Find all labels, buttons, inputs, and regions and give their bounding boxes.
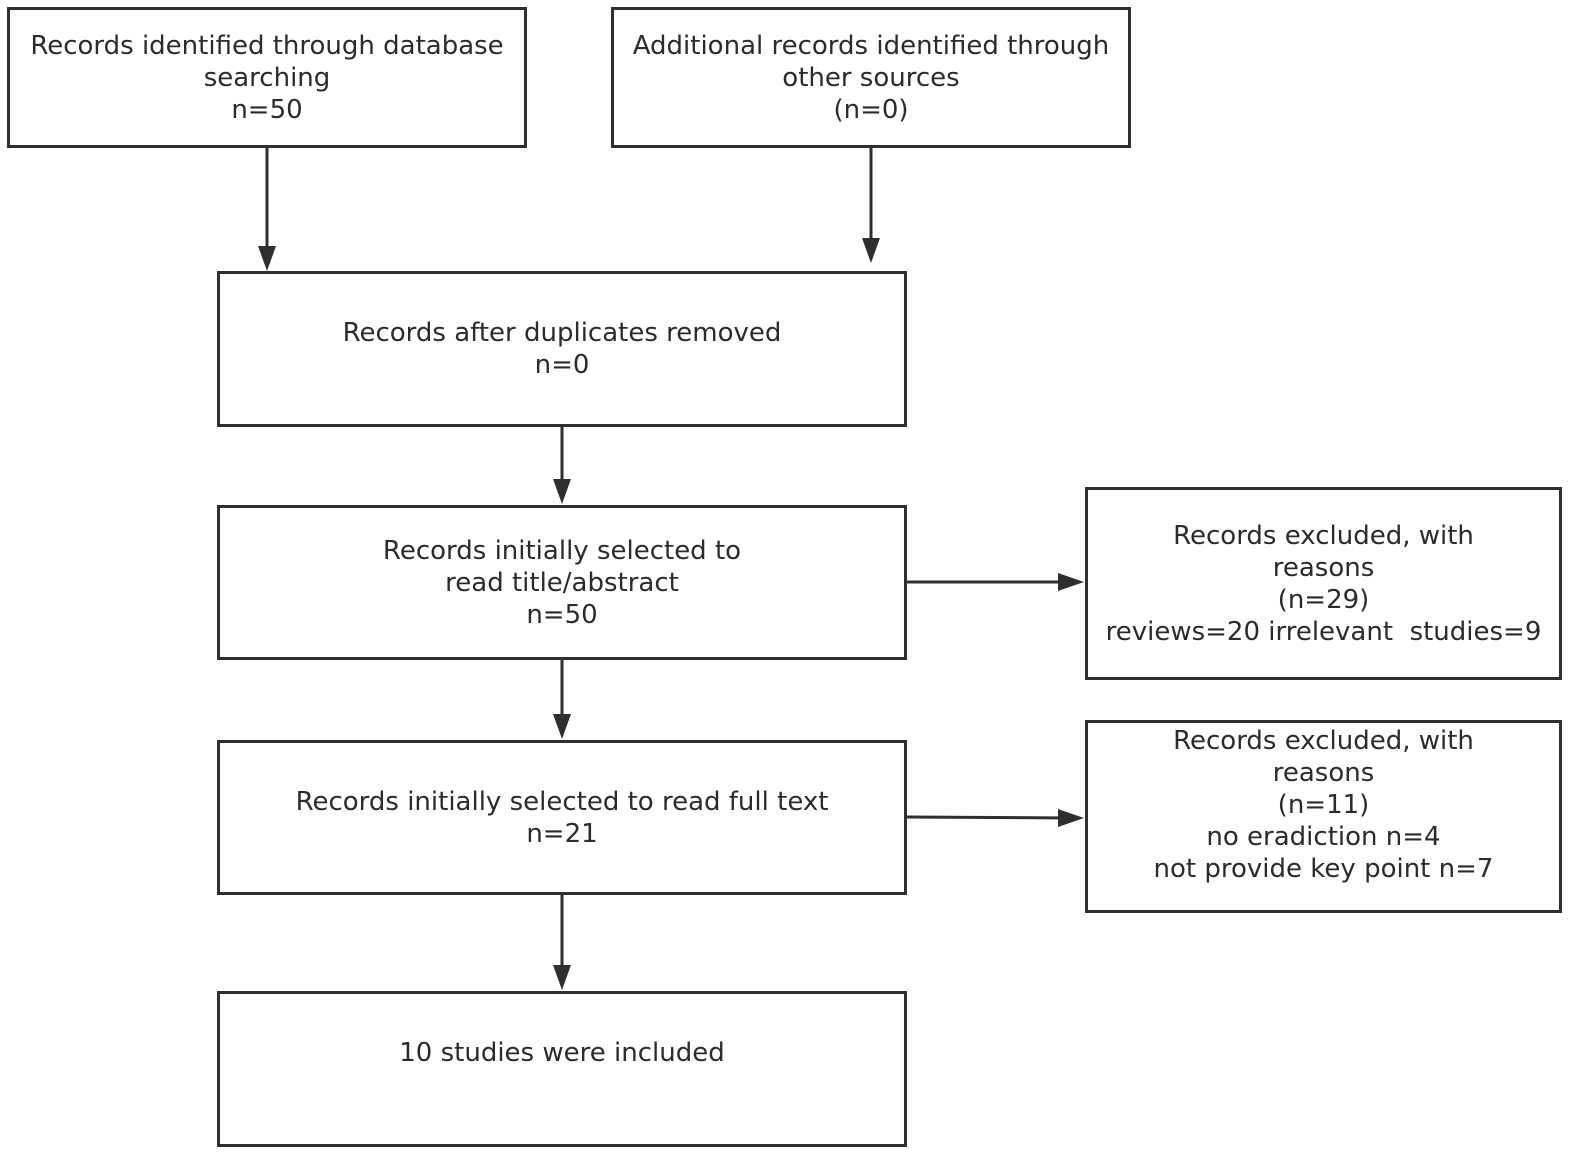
arrowhead-database <box>258 246 276 271</box>
box-duplicates-removed: Records after duplicates removed n=0 <box>217 271 907 427</box>
arrowhead-other <box>862 238 880 263</box>
box-reason: no eradiction n=4 <box>1206 822 1441 852</box>
box-text-line: read title/abstract <box>445 567 679 598</box>
box-full-text: Records initially selected to read full … <box>217 740 907 895</box>
box-count: (n=0) <box>833 94 909 125</box>
box-excluded-title-abstract: Records excluded, with reasons (n=29) re… <box>1085 487 1562 680</box>
box-database-search: Records identified through database sear… <box>7 7 527 148</box>
box-text-line: reasons <box>1272 552 1375 583</box>
box-text-line: other sources <box>782 62 960 93</box>
arrowhead-fulltext <box>553 965 571 990</box>
box-text-line: Additional records identified through <box>632 30 1110 61</box>
box-text-line: searching <box>203 62 331 93</box>
box-text-line: Records identified through database <box>30 30 504 61</box>
arrowhead-title <box>553 714 571 739</box>
arrowhead-excluded1 <box>1058 573 1084 591</box>
box-text-line: Records excluded, with <box>1173 520 1474 551</box>
arrowhead-excluded2 <box>1058 809 1084 827</box>
box-text-line: Records excluded, with <box>1173 726 1474 756</box>
box-text-line: 10 studies were included <box>399 1038 725 1068</box>
box-title-abstract: Records initially selected to read title… <box>217 505 907 660</box>
box-text-line: reasons <box>1272 758 1375 788</box>
box-count: n=0 <box>534 350 590 380</box>
box-count: n=21 <box>526 818 598 849</box>
arrowhead-duplicates <box>553 479 571 504</box>
box-included: 10 studies were included <box>217 991 907 1147</box>
box-count: (n=29) <box>1277 584 1370 615</box>
box-text-line: Records initially selected to <box>382 535 742 566</box>
box-excluded-full-text: Records excluded, with reasons (n=11) no… <box>1085 720 1562 913</box>
box-count: (n=11) <box>1277 790 1370 820</box>
box-other-sources: Additional records identified through ot… <box>611 7 1131 148</box>
box-count: n=50 <box>526 599 598 630</box>
box-text-line: Records after duplicates removed <box>342 318 782 348</box>
arrow-fulltext-to-excluded2 <box>906 815 1073 820</box>
box-reason: reviews=20 irrelevant studies=9 <box>1105 616 1542 647</box>
box-text-line: Records initially selected to read full … <box>295 786 829 817</box>
box-reason: not provide key point n=7 <box>1153 854 1494 884</box>
box-count: n=50 <box>231 94 303 125</box>
